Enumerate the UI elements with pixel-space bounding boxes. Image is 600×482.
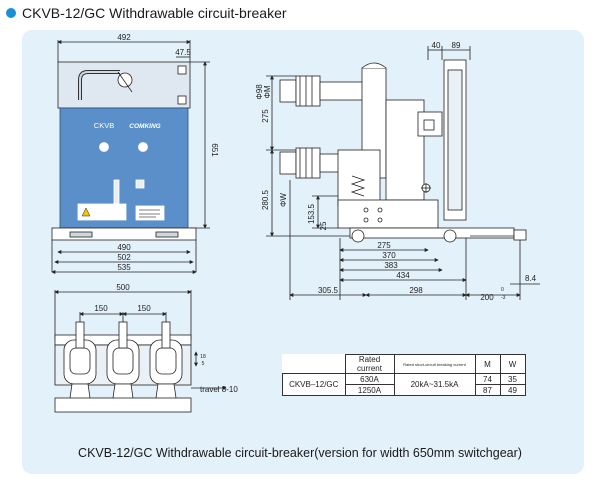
- dim-535: 535: [117, 263, 131, 272]
- table-row: CKVB–12/GC 630A 20kA~31.5kA 74 35: [282, 373, 526, 396]
- model-cell: CKVB–12/GC: [282, 373, 346, 396]
- header-rated-current: Rated current: [344, 354, 395, 374]
- dim-305-5: 305.5: [318, 286, 339, 295]
- dim-200: 200: [480, 293, 494, 302]
- w-cell: 35: [499, 373, 526, 385]
- dim-280-5: 280.5: [261, 189, 270, 210]
- dim-40: 40: [432, 41, 441, 50]
- dim-298: 298: [409, 286, 423, 295]
- dim-phi98: Φ98: [255, 84, 264, 100]
- dim-18: 18: [200, 354, 206, 360]
- dim-370: 370: [382, 251, 396, 260]
- dim-275-vertical: 275: [261, 109, 270, 123]
- phase-pole-2: [106, 321, 140, 399]
- front-view: [51, 40, 210, 274]
- dim-47-5: 47.5: [175, 48, 191, 57]
- dim-490: 490: [117, 243, 131, 252]
- dim-phiM: ΦM: [263, 85, 272, 98]
- heading-text: CKVB-12/GC Withdrawable circuit-breaker: [22, 5, 287, 21]
- dim-150-left: 150: [94, 304, 108, 313]
- table-row: 1250A 87 49: [283, 384, 526, 396]
- section-heading: CKVB-12/GC Withdrawable circuit-breaker: [6, 4, 287, 22]
- phase-pole-3: [149, 321, 183, 399]
- w-cell: 49: [499, 384, 526, 396]
- spec-table: Rated current Rated short-circuit breaki…: [282, 354, 526, 396]
- dim-8-4: 8.4: [525, 274, 537, 283]
- dim-89: 89: [452, 41, 461, 50]
- dim-434: 434: [396, 271, 410, 280]
- spec-table-header-row: Rated current Rated short-circuit breaki…: [283, 354, 526, 374]
- header-breaking-current: Rated short-circuit breaking current: [393, 354, 476, 374]
- header-w: W: [499, 354, 526, 374]
- m-cell: 74: [474, 373, 501, 385]
- top-view: [54, 290, 227, 413]
- dim-200-tolerance-upper: 0: [501, 287, 504, 293]
- dim-383: 383: [384, 261, 398, 270]
- phase-pole-1: [63, 321, 97, 399]
- dim-5: 5: [202, 361, 205, 367]
- brand-ckvb: CKVB: [94, 121, 114, 130]
- current-cell: 1250A: [344, 384, 395, 396]
- breaking-cell: 20kA~31.5kA: [393, 373, 476, 396]
- side-view: [266, 46, 540, 300]
- header-m: M: [474, 354, 501, 374]
- travel-note: travel 8-10: [200, 385, 238, 394]
- dim-651: 651: [210, 143, 219, 157]
- figure-caption: CKVB-12/GC Withdrawable circuit-breaker(…: [78, 446, 522, 460]
- bullet-dot-icon: [6, 8, 16, 18]
- dim-492: 492: [117, 33, 131, 42]
- current-cell: 630A: [344, 373, 395, 385]
- dim-150-right: 150: [137, 304, 151, 313]
- dim-153-5: 153.5: [307, 203, 316, 224]
- dim-200-tolerance-lower: -3: [501, 295, 506, 301]
- dim-25: 25: [319, 221, 328, 230]
- dim-275-horizontal: 275: [377, 241, 391, 250]
- dim-phiW: ΦW: [279, 193, 288, 207]
- spec-table-blank-cell: [283, 355, 346, 374]
- m-cell: 87: [474, 384, 501, 396]
- dim-500: 500: [116, 283, 130, 292]
- dim-502: 502: [117, 253, 131, 262]
- brand-comking: COMKING: [129, 123, 160, 130]
